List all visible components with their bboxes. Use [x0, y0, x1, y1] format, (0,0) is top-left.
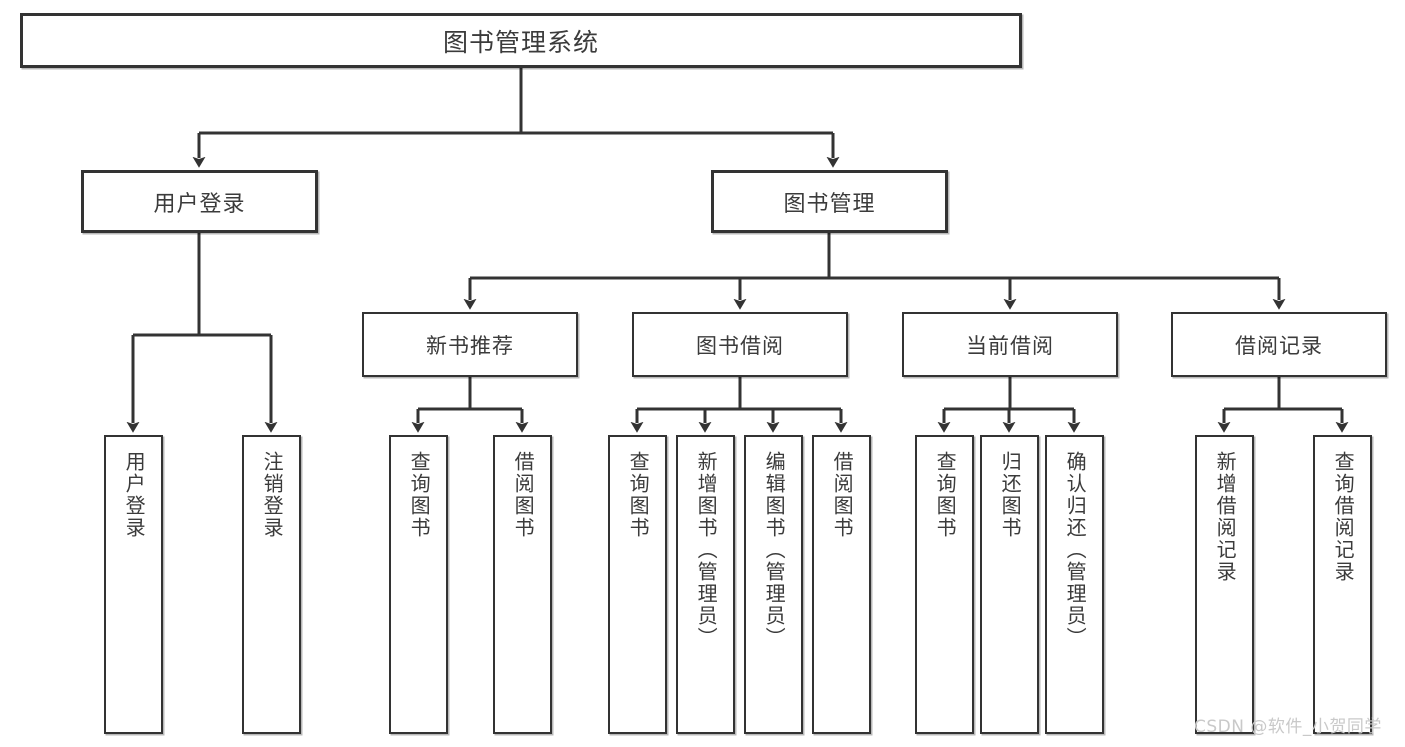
leaf-borrow-book-recommend[interactable]: 借阅图书	[493, 435, 552, 734]
node-root-system[interactable]: 图书管理系统	[20, 13, 1022, 68]
leaf-query-book-current[interactable]: 查询图书	[915, 435, 974, 734]
node-user-login[interactable]: 用户登录	[81, 170, 318, 233]
leaf-query-book-recommend[interactable]: 查询图书	[389, 435, 448, 734]
leaf-label: 查询图书	[933, 451, 958, 539]
node-current-borrow[interactable]: 当前借阅	[902, 312, 1118, 377]
leaf-add-book-admin[interactable]: 新增图书（管理员）	[676, 435, 735, 734]
csdn-watermark: CSDN @软件_小贺同学	[1194, 717, 1382, 737]
leaf-label: 查询图书	[407, 451, 432, 539]
node-book-borrow[interactable]: 图书借阅	[632, 312, 848, 377]
leaf-return-book[interactable]: 归还图书	[980, 435, 1039, 734]
leaf-label: 用户登录	[122, 451, 147, 539]
leaf-label: 确认归还（管理员）	[1063, 451, 1088, 649]
node-book-management[interactable]: 图书管理	[711, 170, 948, 233]
leaf-logout[interactable]: 注销登录	[242, 435, 301, 734]
leaf-label: 借阅图书	[830, 451, 855, 539]
leaf-label: 归还图书	[998, 451, 1023, 539]
leaf-label: 新增图书（管理员）	[694, 451, 719, 649]
leaf-query-book-borrow[interactable]: 查询图书	[608, 435, 667, 734]
leaf-label: 查询借阅记录	[1331, 451, 1356, 583]
leaf-label: 查询图书	[626, 451, 651, 539]
leaf-label: 注销登录	[260, 451, 285, 539]
node-new-book-recommend[interactable]: 新书推荐	[362, 312, 578, 377]
leaf-label: 借阅图书	[511, 451, 536, 539]
leaf-borrow-book[interactable]: 借阅图书	[812, 435, 871, 734]
leaf-confirm-return-admin[interactable]: 确认归还（管理员）	[1045, 435, 1104, 734]
leaf-add-borrow-record[interactable]: 新增借阅记录	[1195, 435, 1254, 734]
leaf-label: 新增借阅记录	[1213, 451, 1238, 583]
leaf-edit-book-admin[interactable]: 编辑图书（管理员）	[744, 435, 803, 734]
leaf-user-login[interactable]: 用户登录	[104, 435, 163, 734]
node-borrow-record[interactable]: 借阅记录	[1171, 312, 1387, 377]
leaf-label: 编辑图书（管理员）	[762, 451, 787, 649]
leaf-query-borrow-record[interactable]: 查询借阅记录	[1313, 435, 1372, 734]
